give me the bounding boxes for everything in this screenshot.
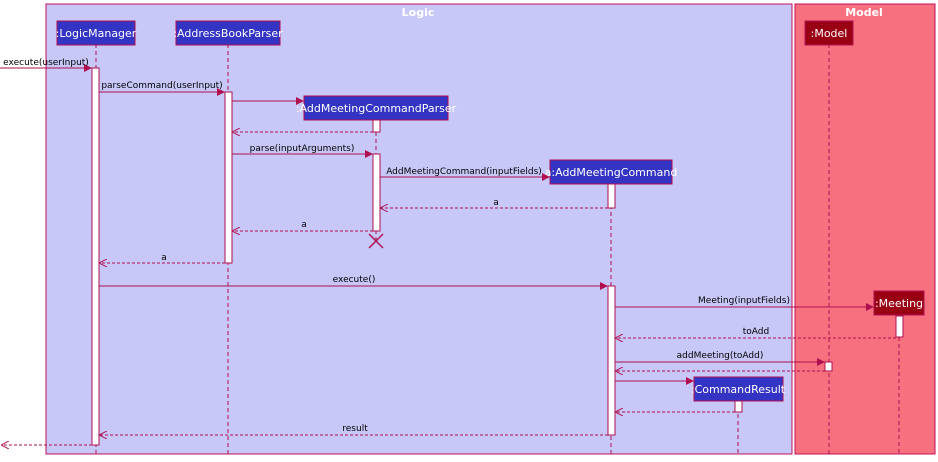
model-frame: Model (794, 3, 936, 455)
participant-logic-manager-label: :LogicManager (56, 27, 137, 40)
participant-add-meeting-command-parser-label: :AddMeetingCommandParser (296, 102, 457, 115)
message-label-add-meeting-command: AddMeetingCommand(inputFields) (386, 167, 542, 177)
participant-add-meeting-command: a:AddMeetingCommand (545, 159, 678, 185)
message-label-return-a-2: a (301, 220, 307, 230)
message-label-to-add: toAdd (743, 327, 769, 337)
message-label-result: result (342, 424, 368, 434)
logic-frame: Logic (45, 3, 793, 455)
activation-meeting (895, 315, 904, 338)
logic-frame-title: Logic (402, 6, 435, 19)
activation-command-execute (607, 285, 616, 436)
destroy-x-icon (368, 233, 384, 249)
activation-address-book-parser (224, 91, 233, 264)
participant-command-result-label: :CommandResult (691, 383, 786, 396)
participant-command-result: :CommandResult (691, 376, 786, 402)
activation-logic-manager (91, 67, 100, 446)
participant-address-book-parser: :AddressBookParser (173, 20, 283, 46)
participant-model-label: :Model (811, 27, 848, 40)
activation-command-create (607, 183, 616, 209)
message-label-execute-user-input: execute(userInput) (3, 58, 89, 68)
activation-parser-parse (372, 153, 381, 232)
participant-meeting-label: :Meeting (875, 297, 923, 310)
message-label-parse-command: parseCommand(userInput) (101, 81, 222, 91)
model-frame-title: Model (845, 6, 883, 19)
participant-meeting: :Meeting (873, 290, 925, 316)
activation-parser-create (372, 119, 381, 133)
activation-model (824, 361, 833, 372)
participant-model: :Model (804, 20, 854, 46)
message-label-meeting-ctor: Meeting(inputFields) (698, 296, 790, 306)
participant-add-meeting-command-parser: :AddMeetingCommandParser (296, 95, 457, 121)
participant-logic-manager: :LogicManager (56, 20, 137, 46)
message-label-return-a-3: a (161, 253, 167, 263)
message-label-execute: execute() (333, 275, 376, 285)
message-label-add-meeting: addMeeting(toAdd) (677, 351, 764, 361)
activation-command-result (734, 400, 743, 413)
message-label-parse-input-arguments: parse(inputArguments) (250, 144, 355, 154)
message-label-return-a-1: a (493, 198, 499, 208)
participant-address-book-parser-label: :AddressBookParser (173, 27, 283, 40)
participant-add-meeting-command-label: a:AddMeetingCommand (545, 166, 678, 179)
